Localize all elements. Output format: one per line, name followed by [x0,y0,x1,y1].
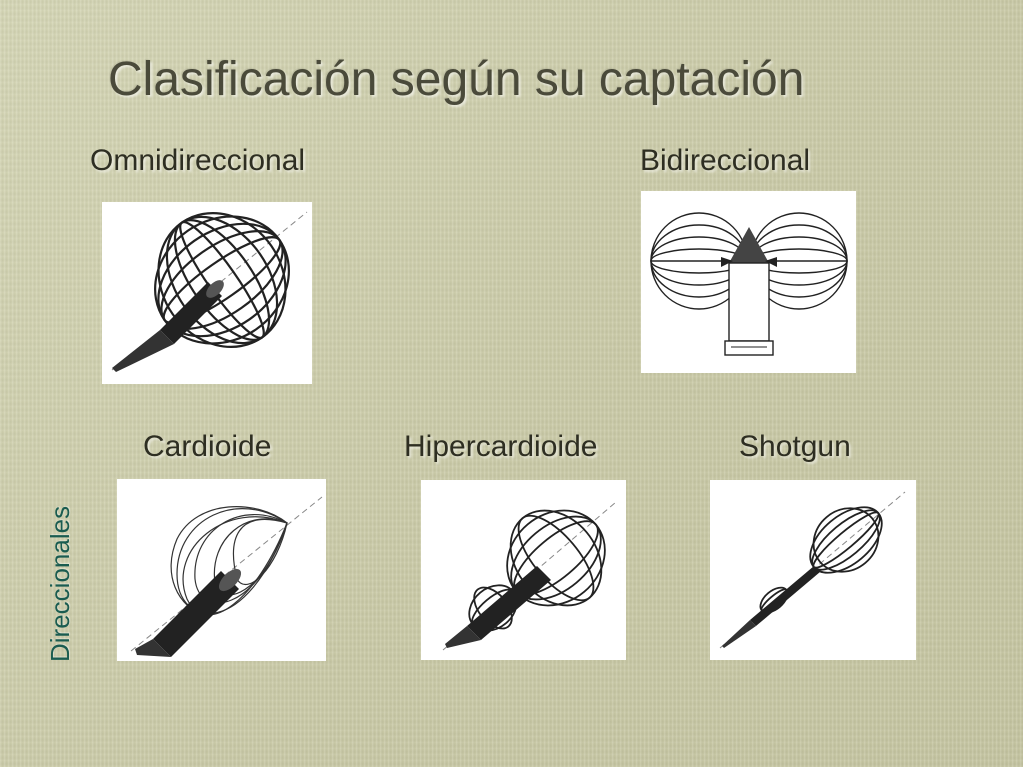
bidirectional-image [641,191,856,373]
bidirectional-pattern-icon [650,212,848,356]
omnidirectional-pattern-icon [111,211,308,372]
shotgun-label: Shotgun [739,430,851,463]
shotgun-image [710,480,916,660]
cardioid-pattern-icon [130,496,323,657]
hypercardioid-image [421,480,626,660]
shotgun-pattern-icon [719,491,906,649]
slide-title: Clasificación según su captación [108,53,805,106]
hypercardioid-label: Hipercardioide [404,430,598,463]
hypercardioid-pattern-icon [442,501,617,651]
directional-group-label: Direccionales [45,505,75,662]
bidirectional-label: Bidireccional [640,144,811,177]
omnidirectional-image [102,202,312,384]
cardioid-image [117,479,326,661]
cardioid-label: Cardioide [143,430,272,463]
omnidirectional-label: Omnidireccional [90,144,306,177]
